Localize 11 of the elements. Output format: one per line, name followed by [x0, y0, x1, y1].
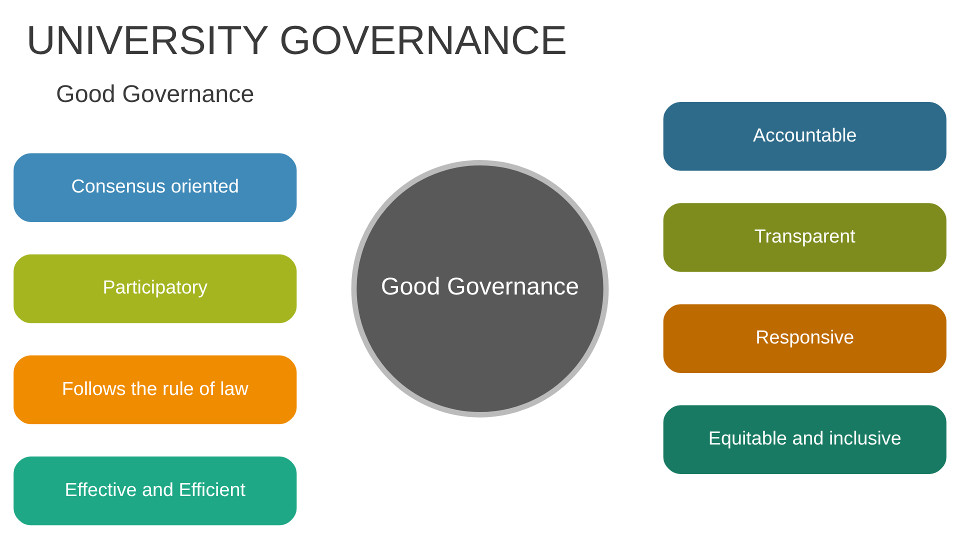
node-box: Equitable and inclusive — [663, 404, 946, 474]
node-box: Transparent — [663, 202, 946, 272]
label: Good Governance — [56, 80, 254, 108]
node-box: Consensus oriented — [14, 152, 297, 222]
node-box: Effective and Efficient — [14, 456, 297, 525]
node-box: Follows the rule of law — [14, 354, 297, 424]
diagram-title: UNIVERSITY GOVERNANCE — [26, 16, 568, 63]
node-box: Accountable — [663, 102, 946, 170]
node-box: Participatory — [14, 254, 297, 323]
node-circle: Good Governance — [351, 159, 609, 417]
node-box: Responsive — [663, 304, 946, 372]
